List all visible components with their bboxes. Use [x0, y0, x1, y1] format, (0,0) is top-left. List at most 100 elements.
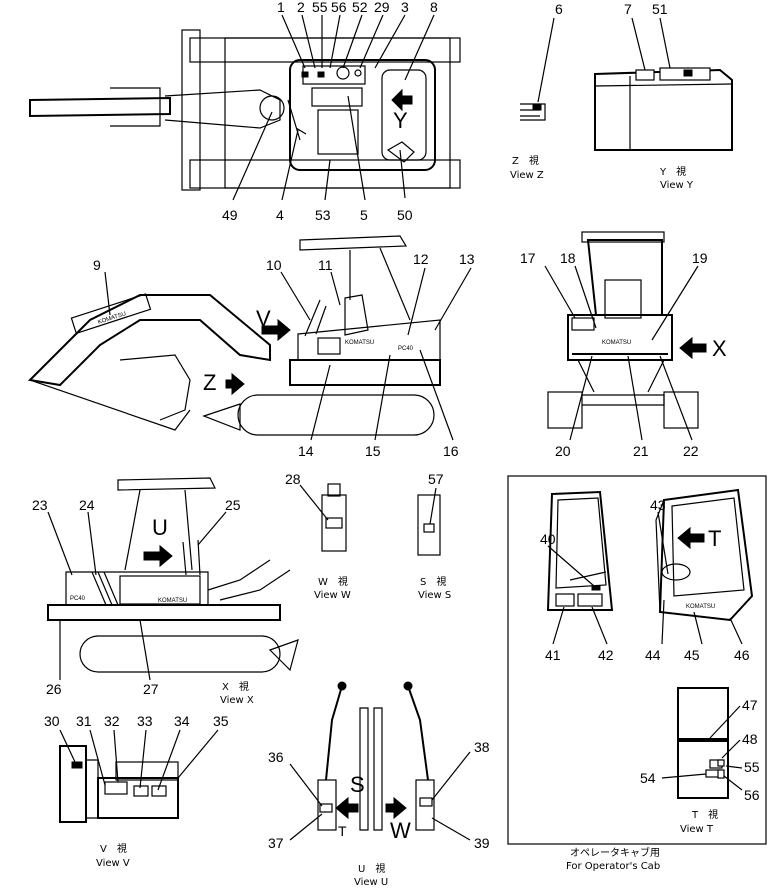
- callout: 20: [555, 443, 571, 459]
- view-caption-en: View W: [314, 590, 351, 601]
- callout: 9: [93, 257, 101, 273]
- callout: 52: [352, 0, 368, 15]
- view-caption-jp: Y 視: [659, 165, 686, 178]
- view-caption-jp: V 視: [100, 842, 127, 855]
- callout: 48: [742, 731, 758, 747]
- cab-caption-en: For Operator's Cab: [566, 861, 660, 872]
- view-caption-en: View V: [96, 858, 130, 869]
- callout: 44: [645, 647, 661, 663]
- callout: 41: [545, 647, 561, 663]
- view-s: 57 S 視 View S: [417, 471, 451, 601]
- view-caption-en: View X: [220, 695, 254, 706]
- view-caption-jp: U 視: [358, 862, 385, 875]
- view-caption-en: View S: [418, 590, 451, 601]
- callout: 25: [225, 497, 241, 513]
- cab-front-view: 40 41 42: [540, 490, 614, 663]
- callout: 49: [222, 207, 238, 223]
- view-u: S W T 36 37 38 39 U 視 View U: [268, 681, 490, 888]
- callout: 26: [46, 681, 62, 697]
- callout: 53: [315, 207, 331, 223]
- view-arrow-label: Y: [393, 108, 408, 133]
- callout: 30: [44, 713, 60, 729]
- callout: 7: [624, 1, 632, 17]
- side-decal-model: PC40: [398, 346, 414, 352]
- callout: 5: [360, 207, 368, 223]
- view-y: 7 51 Y 視 View Y: [594, 1, 733, 191]
- callout: 31: [76, 713, 92, 729]
- view-arrow-label: U: [152, 515, 168, 540]
- cab-decal-brand: KOMATSU: [686, 604, 715, 610]
- callout: 42: [598, 647, 614, 663]
- callout: 2: [297, 0, 305, 15]
- view-w: 28 W 視 View W: [285, 471, 351, 601]
- callout: 13: [459, 251, 475, 267]
- callout: 27: [143, 681, 159, 697]
- callout: 10: [266, 257, 282, 273]
- callout: 16: [443, 443, 459, 459]
- view-z: 6 Z 視 View Z: [510, 1, 563, 181]
- view-arrow-label: S: [350, 772, 365, 797]
- callout: 22: [683, 443, 699, 459]
- view-t: 47 48 55 54 56 T 視 View T: [640, 687, 760, 835]
- callout: 43: [650, 497, 666, 513]
- callout: 54: [640, 770, 656, 786]
- callout: 46: [734, 647, 750, 663]
- view-caption-en: View T: [680, 824, 714, 835]
- callout: 4: [276, 207, 284, 223]
- callout: 40: [540, 531, 556, 547]
- callout: 28: [285, 471, 301, 487]
- callout: 14: [298, 443, 314, 459]
- view-arrow-label: T: [708, 526, 721, 551]
- callout: 21: [633, 443, 649, 459]
- callout: 1: [277, 0, 285, 15]
- callout: 57: [428, 471, 444, 487]
- callout: 32: [104, 713, 120, 729]
- x-decal-model: PC40: [70, 596, 86, 602]
- cab-caption-jp: オペレータキャブ用: [570, 846, 660, 859]
- rear-view: KOMATSU X 17 18 19 20 21 22: [520, 231, 727, 459]
- operator-cab-section: 40 41 42 KOMATSU T 43 44 45 46: [507, 475, 767, 872]
- top-view: 1 2 55 56 52 29 3 8 49 4 53 5 50 Y: [29, 0, 461, 223]
- cab-side-view: KOMATSU T 43 44 45 46: [645, 488, 754, 663]
- callout: 29: [374, 0, 390, 15]
- view-arrow-label: V: [256, 306, 271, 331]
- callout: 35: [213, 713, 229, 729]
- callout: 12: [413, 251, 429, 267]
- view-arrow-label: X: [712, 336, 727, 361]
- rear-decal-brand: KOMATSU: [602, 340, 631, 346]
- view-caption-jp: Z 視: [512, 154, 539, 167]
- callout: 37: [268, 835, 284, 851]
- callout: 17: [520, 250, 536, 266]
- view-caption-jp: T 視: [691, 808, 718, 821]
- callout: 6: [555, 1, 563, 17]
- callout: 24: [79, 497, 95, 513]
- callout: 33: [137, 713, 153, 729]
- callout: 55: [744, 759, 760, 775]
- callout: 18: [560, 250, 576, 266]
- callout: 19: [692, 250, 708, 266]
- callout: 38: [474, 739, 490, 755]
- callout: 51: [652, 1, 668, 17]
- callout: 39: [474, 835, 490, 851]
- view-x: KOMATSU PC40 U 23 24 25 26 27 X 視 View X: [32, 477, 299, 706]
- callout: 3: [401, 0, 409, 15]
- callout: 50: [397, 207, 413, 223]
- callout: 11: [318, 257, 333, 273]
- callout: 23: [32, 497, 48, 513]
- side-view: KOMATSU KOMATSU PC40 V Z 9 10 11 12 13 1…: [27, 235, 475, 459]
- view-v: 30 31 32 33 34 35 V 視 View V: [44, 713, 229, 869]
- callout: 55: [312, 0, 328, 15]
- callout: 45: [684, 647, 700, 663]
- view-caption-jp: S 視: [420, 575, 446, 588]
- x-decal-brand: KOMATSU: [158, 598, 187, 604]
- callout: 36: [268, 749, 284, 765]
- callout: 56: [331, 0, 347, 15]
- view-caption-jp: W 視: [318, 575, 348, 588]
- callout: 47: [742, 697, 758, 713]
- view-letter: T: [338, 823, 347, 839]
- view-caption-en: View Z: [510, 170, 544, 181]
- callout: 34: [174, 713, 190, 729]
- callout: 15: [365, 443, 381, 459]
- side-decal-brand: KOMATSU: [345, 340, 374, 346]
